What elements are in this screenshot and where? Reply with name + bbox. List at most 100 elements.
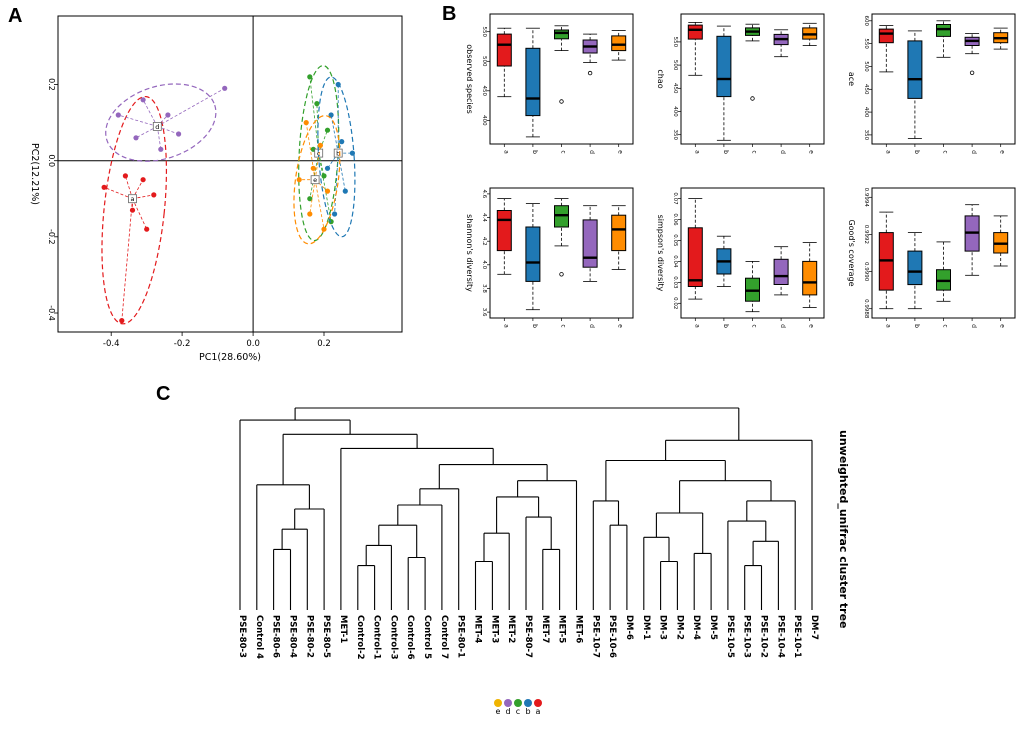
legend-label-b: b xyxy=(525,707,531,716)
dendrogram: PSE-80-3 Control 4 PSE-80-6 PSE-80-4 PSE-80-… xyxy=(237,407,850,660)
svg-text:PSE-10-5: PSE-10-5 xyxy=(725,615,735,658)
svg-text:c: c xyxy=(560,150,567,153)
svg-text:PSE-10-3: PSE-10-3 xyxy=(742,615,752,658)
legend-item-b: b xyxy=(524,699,532,716)
svg-text:DM-5: DM-5 xyxy=(708,615,718,640)
svg-text:PSE-80-1: PSE-80-1 xyxy=(456,615,466,658)
legend-dot-a xyxy=(534,699,542,707)
svg-text:b: b xyxy=(913,324,920,328)
svg-text:550: 550 xyxy=(863,38,869,49)
svg-text:simpson's diversity: simpson's diversity xyxy=(656,215,665,292)
svg-text:Control 4: Control 4 xyxy=(254,615,264,659)
legend-label-e: e xyxy=(495,707,501,716)
svg-text:DM-3: DM-3 xyxy=(658,615,668,640)
svg-text:c: c xyxy=(560,324,567,327)
svg-text:b: b xyxy=(531,150,538,154)
svg-text:e: e xyxy=(617,150,624,154)
svg-text:PSE-80-6: PSE-80-6 xyxy=(271,615,281,658)
svg-text:MET-3: MET-3 xyxy=(489,615,499,643)
legend-item-d: d xyxy=(504,699,512,716)
svg-text:DM-1: DM-1 xyxy=(641,615,651,640)
svg-text:3.6: 3.6 xyxy=(481,308,487,317)
svg-text:DM-4: DM-4 xyxy=(691,615,701,640)
legend-dot-d xyxy=(504,699,512,707)
svg-text:500: 500 xyxy=(863,61,869,72)
svg-text:400: 400 xyxy=(863,107,869,118)
svg-text:shannon's diversity: shannon's diversity xyxy=(465,214,474,292)
svg-text:400: 400 xyxy=(672,106,678,117)
svg-text:500: 500 xyxy=(672,60,678,71)
svg-text:MET-2: MET-2 xyxy=(506,615,516,643)
svg-text:MET-7: MET-7 xyxy=(540,615,550,643)
legend-item-c: c xyxy=(514,699,522,716)
svg-text:400: 400 xyxy=(481,115,487,126)
svg-text:d: d xyxy=(970,324,977,328)
svg-text:Control 7: Control 7 xyxy=(439,615,449,659)
svg-text:c: c xyxy=(942,150,949,153)
legend-dot-e xyxy=(494,699,502,707)
svg-text:450: 450 xyxy=(863,84,869,95)
svg-text:e: e xyxy=(617,324,624,328)
svg-text:d: d xyxy=(588,324,595,328)
svg-text:d: d xyxy=(779,150,786,154)
svg-text:4.2: 4.2 xyxy=(481,237,487,246)
svg-text:500: 500 xyxy=(481,56,487,67)
legend-label-c: c xyxy=(515,707,521,716)
svg-text:e: e xyxy=(999,150,1006,154)
panel-b-label: B xyxy=(442,3,457,25)
svg-text:PC1(28.60%): PC1(28.60%) xyxy=(199,352,261,363)
panel-a-label: A xyxy=(8,5,23,27)
svg-text:PSE-10-1: PSE-10-1 xyxy=(792,615,802,658)
svg-text:450: 450 xyxy=(672,83,678,94)
svg-text:b: b xyxy=(722,150,729,154)
svg-text:b: b xyxy=(531,324,538,328)
svg-text:a: a xyxy=(693,150,700,154)
svg-text:-0.2: -0.2 xyxy=(47,229,56,245)
svg-text:Good's coverage: Good's coverage xyxy=(847,219,856,286)
svg-text:a: a xyxy=(502,324,509,328)
svg-text:4.6: 4.6 xyxy=(481,190,487,199)
svg-text:600: 600 xyxy=(863,16,869,27)
svg-text:0.04: 0.04 xyxy=(672,255,678,268)
svg-text:a: a xyxy=(693,324,700,328)
svg-text:e: e xyxy=(808,150,815,154)
svg-text:DM-6: DM-6 xyxy=(624,615,634,640)
svg-text:observed species: observed species xyxy=(465,44,474,114)
svg-text:ace: ace xyxy=(847,72,856,86)
svg-text:MET-5: MET-5 xyxy=(557,615,567,643)
svg-text:DM-7: DM-7 xyxy=(809,615,819,640)
svg-text:PSE-10-6: PSE-10-6 xyxy=(607,615,617,658)
legend-label-d: d xyxy=(505,707,511,716)
panel-c-label: C xyxy=(156,383,171,405)
legend-item-e: e xyxy=(494,699,502,716)
svg-text:-0.4: -0.4 xyxy=(47,305,56,321)
svg-text:PSE-80-3: PSE-80-3 xyxy=(237,615,247,658)
svg-text:a: a xyxy=(884,324,891,328)
svg-text:d: d xyxy=(970,150,977,154)
svg-text:0.9992: 0.9992 xyxy=(863,225,869,244)
svg-text:550: 550 xyxy=(481,26,487,37)
svg-text:Control-2: Control-2 xyxy=(355,615,365,660)
svg-text:PSE-80-5: PSE-80-5 xyxy=(321,615,331,658)
legend-item-a: a xyxy=(534,699,542,716)
svg-text:-0.2: -0.2 xyxy=(174,339,191,349)
svg-text:3.8: 3.8 xyxy=(481,284,487,293)
svg-text:MET-4: MET-4 xyxy=(473,615,483,643)
svg-text:PSE-10-7: PSE-10-7 xyxy=(590,615,600,658)
svg-text:PSE-80-4: PSE-80-4 xyxy=(288,615,298,658)
svg-text:4.0: 4.0 xyxy=(481,260,487,269)
svg-text:a: a xyxy=(131,195,135,203)
svg-text:chao: chao xyxy=(656,69,665,88)
svg-text:d: d xyxy=(779,324,786,328)
svg-text:c: c xyxy=(942,324,949,327)
svg-text:unweighted_unifrac cluster tre: unweighted_unifrac cluster tree xyxy=(837,430,850,629)
